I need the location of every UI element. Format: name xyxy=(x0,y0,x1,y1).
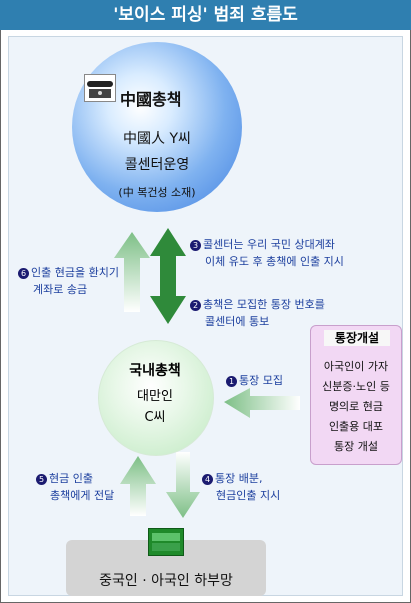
step6-number: 6 xyxy=(18,267,29,279)
step5-number: 5 xyxy=(36,473,47,485)
account-opening-header: 통장개설 xyxy=(324,330,390,346)
step5-line1: 현금 인출 xyxy=(49,472,93,485)
step4-line1: 통장 배분, xyxy=(215,472,263,485)
arrow-step4-down xyxy=(166,452,200,518)
step1-text: 통장 모집 xyxy=(239,374,283,387)
step6-line2: 계좌로 송금 xyxy=(33,283,88,296)
telephone-icon xyxy=(84,74,116,102)
step1-number: 1 xyxy=(226,375,237,387)
domestic-boss-nationality: 대만인 xyxy=(137,389,173,404)
china-boss-person: 中國人 Y씨 xyxy=(123,131,191,147)
step2-number: 2 xyxy=(190,299,201,311)
china-boss-circle xyxy=(72,42,242,212)
domestic-boss-circle xyxy=(98,340,214,456)
diagram-title: '보이스 피싱' 범죄 흐름도 xyxy=(0,0,411,30)
account-line: 신분증·노인 등 xyxy=(322,380,390,393)
arrow-step5-up xyxy=(120,456,156,516)
subordinate-network-label: 중국인 · 아국인 하부망 xyxy=(99,573,233,589)
account-line: 인출용 대포 xyxy=(328,420,384,433)
step6-line1: 인출 현금을 환치기 xyxy=(31,266,119,279)
china-boss-title: 中國총책 xyxy=(120,90,182,109)
account-line: 아국인이 가자 xyxy=(323,360,389,373)
arrow-step2-3-double xyxy=(150,228,186,324)
money-icon xyxy=(148,528,184,556)
step3-line1: 콜센터는 우리 국민 상대계좌 xyxy=(203,238,335,251)
step4-line2: 현금인출 지시 xyxy=(216,489,281,502)
account-line: 명의로 현금 xyxy=(328,400,384,413)
domestic-boss-title: 국내총책 xyxy=(129,363,181,379)
step3-number: 3 xyxy=(190,239,201,251)
arrow-step6-up xyxy=(114,232,150,312)
step5-line2: 총책에게 전달 xyxy=(50,489,115,502)
domestic-boss-person: C씨 xyxy=(144,410,166,425)
arrow-step1-left xyxy=(224,388,300,418)
step3-line2: 이체 유도 후 총책에 인출 지시 xyxy=(205,255,344,268)
step2-line2: 콜센터에 통보 xyxy=(205,315,270,328)
china-boss-location: (中 복건성 소재) xyxy=(118,186,196,199)
china-boss-role: 콜센터운영 xyxy=(124,157,190,173)
step2-line1: 총책은 모집한 통장 번호를 xyxy=(203,298,325,311)
step4-number: 4 xyxy=(202,473,213,485)
account-line: 통장 개설 xyxy=(334,440,378,453)
account-opening-box xyxy=(310,325,402,465)
